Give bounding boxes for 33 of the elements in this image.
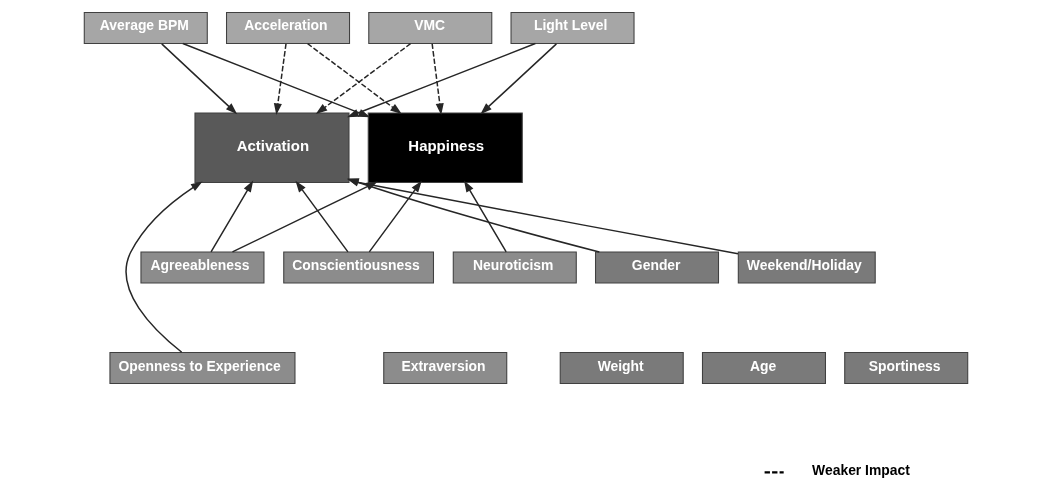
arrow [347,42,537,118]
arrow [480,43,558,115]
arrow [464,180,507,253]
arrow [431,43,444,115]
node-box: Acceleration [226,11,351,44]
arrow [315,42,412,115]
node-box: VMC [368,11,493,44]
node-box: Weight [559,352,684,385]
arrow [210,180,254,253]
arrow [161,43,238,115]
node-box: Conscientiousness [283,251,434,284]
node-box: Neuroticism [452,251,577,284]
node-box: Agreeableness [140,251,265,284]
arrow [273,43,287,115]
node-box: Activation [194,112,350,183]
node-box: Happiness [367,112,523,183]
arrow [295,180,349,253]
node-box: Average BPM [83,11,208,44]
node-box: Sportiness [844,352,969,385]
node-box: Light Level [510,11,635,44]
node-box: Extraversion [383,352,508,385]
arrow [125,181,203,353]
legend-label: Weaker Impact [812,461,910,478]
arrow [306,42,402,115]
arrow [347,178,601,253]
arrow [368,180,422,253]
arrow [231,181,378,253]
node-box: Openness to Experience [109,352,296,385]
arrow [347,178,739,255]
arrow [182,42,371,118]
node-box: Gender [595,251,720,284]
node-box: Weekend/Holiday [737,251,876,284]
node-box: Age [701,352,826,385]
